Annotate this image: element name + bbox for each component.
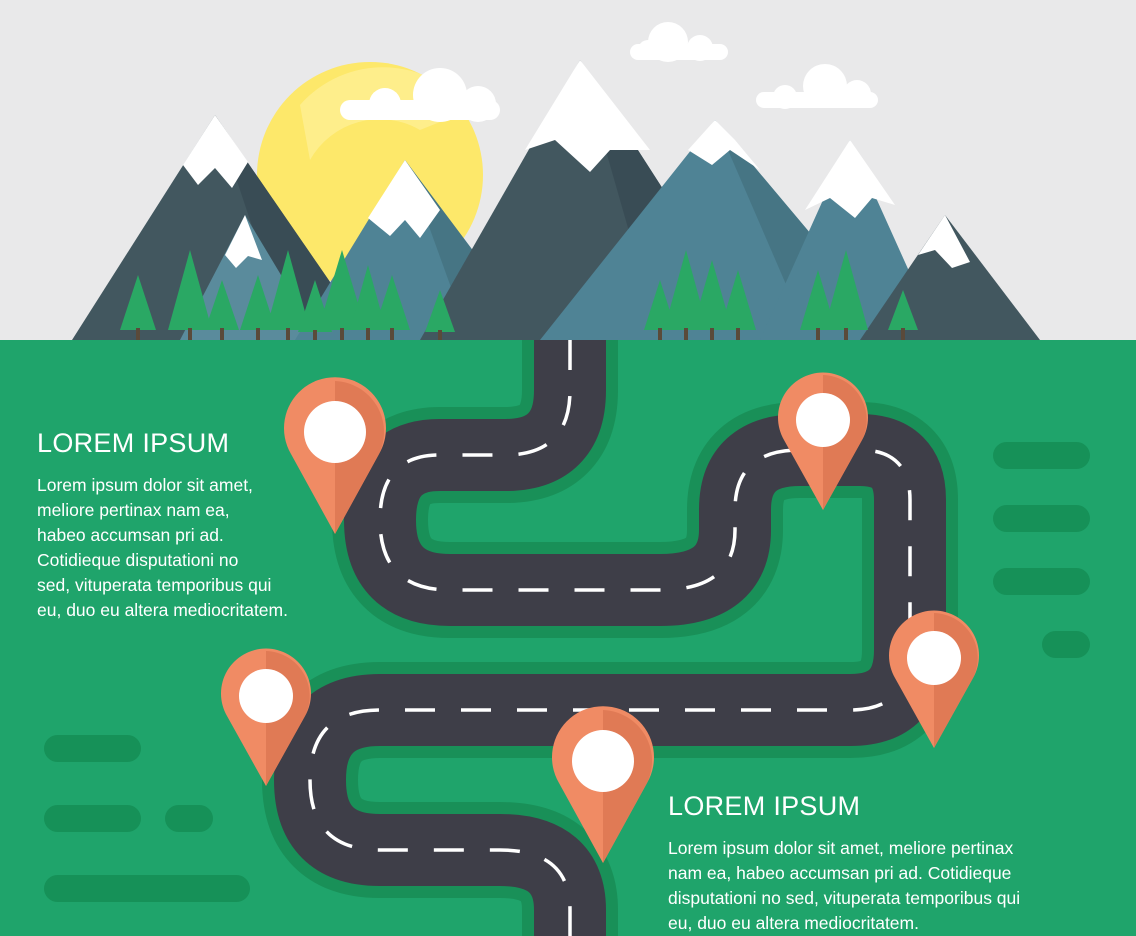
location-pin-icon[interactable] bbox=[284, 377, 386, 534]
body-line: Lorem ipsum dolor sit amet, bbox=[37, 475, 253, 495]
tree-icon bbox=[266, 250, 310, 340]
tree-icon bbox=[888, 290, 918, 340]
tree-icon bbox=[240, 275, 276, 340]
tree-icon bbox=[318, 250, 366, 340]
tree-icon bbox=[120, 275, 156, 340]
cloud-icon bbox=[340, 68, 500, 122]
body-line: meliore pertinax nam ea, bbox=[37, 500, 230, 520]
tree-icon bbox=[374, 275, 410, 340]
body-line: Lorem ipsum dolor sit amet, meliore pert… bbox=[668, 838, 1014, 858]
tree-icon bbox=[425, 290, 455, 340]
left-block-title: LOREM IPSUM bbox=[37, 428, 230, 458]
location-pin-icon[interactable] bbox=[552, 706, 654, 863]
tree-icon bbox=[168, 250, 212, 340]
tree-icon bbox=[720, 270, 756, 340]
body-line: eu, duo eu altera mediocritatem. bbox=[37, 600, 288, 620]
cloud-icon bbox=[630, 22, 728, 62]
right-block-title: LOREM IPSUM bbox=[668, 791, 861, 821]
left-block-body: Lorem ipsum dolor sit amet, meliore pert… bbox=[37, 473, 327, 623]
forest bbox=[120, 250, 918, 340]
tree-icon bbox=[692, 260, 732, 340]
body-line: eu, duo eu altera mediocritatem. bbox=[668, 913, 919, 933]
body-line: habeo accumsan pri ad. bbox=[37, 525, 224, 545]
tree-icon bbox=[800, 270, 836, 340]
body-line: disputationi no sed, vituperata temporib… bbox=[668, 888, 1021, 908]
decorative-bars bbox=[44, 442, 1090, 902]
right-block-body: Lorem ipsum dolor sit amet, meliore pert… bbox=[668, 836, 1108, 936]
location-pin-icon[interactable] bbox=[778, 372, 868, 510]
body-line: nam ea, habeo accumsan pri ad. Cotidiequ… bbox=[668, 863, 1012, 883]
body-line: Cotidieque disputationi no bbox=[37, 550, 239, 570]
location-pin-icon[interactable] bbox=[889, 610, 979, 748]
tree-icon bbox=[205, 280, 239, 340]
tree-icon bbox=[664, 250, 708, 340]
cloud-icon bbox=[756, 64, 878, 109]
body-line: sed, vituperata temporibus qui bbox=[37, 575, 272, 595]
tree-icon bbox=[824, 250, 868, 340]
tree-icon bbox=[350, 265, 386, 340]
location-pin-icon[interactable] bbox=[221, 648, 311, 786]
